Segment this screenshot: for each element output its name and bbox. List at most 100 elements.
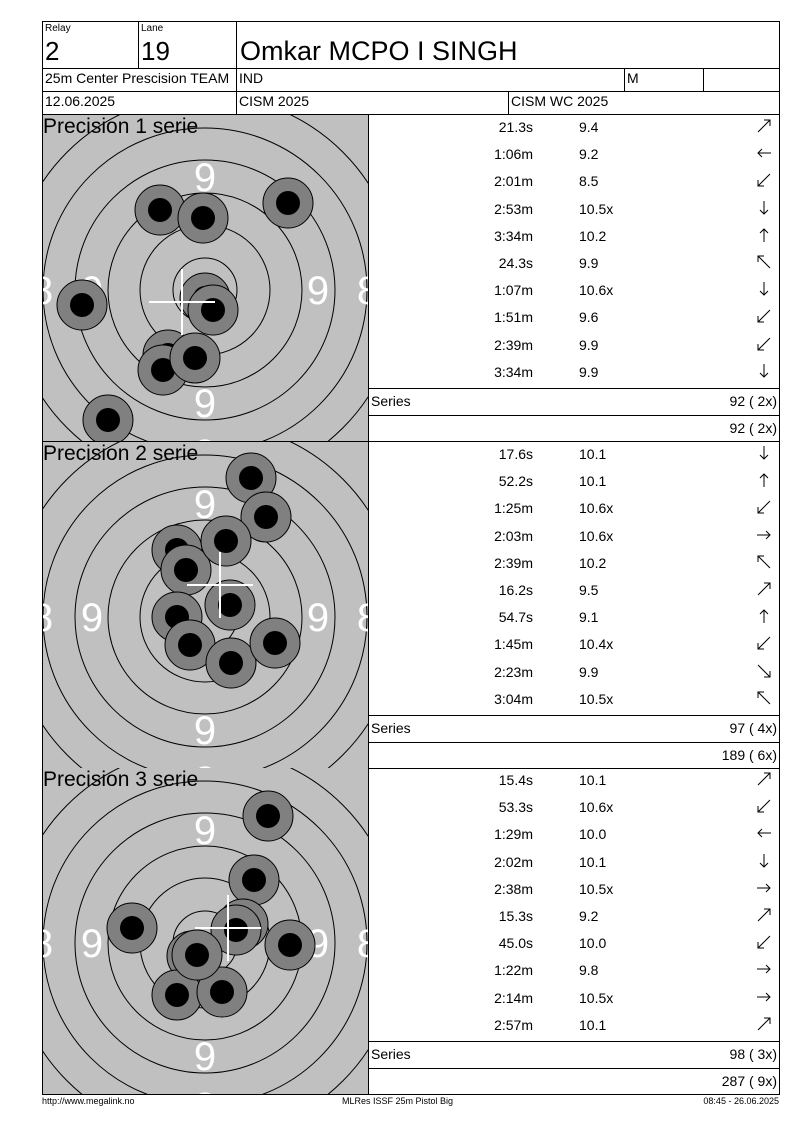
ring-label: 8 (43, 596, 53, 640)
shot-hit-center (210, 980, 234, 1004)
direction-arrow-icon (757, 992, 771, 1001)
ring-label: 9 (194, 1035, 216, 1079)
shot-hit-center (254, 505, 278, 529)
gender: M (627, 70, 639, 86)
series-total: 98 ( 3x) (729, 1046, 777, 1062)
direction-arrow-icon (759, 853, 769, 868)
shot-time: 1:07m (494, 282, 533, 299)
shot-row: 2:01m 8.5 (369, 169, 779, 196)
shot-time: 2:14m (494, 989, 533, 1006)
lane-label: Lane (141, 23, 164, 34)
shot-hit-center (178, 633, 202, 657)
shot-time: 1:51m (494, 309, 533, 326)
shot-score: 10.2 (579, 554, 607, 571)
shooter-name: Omkar MCPO I SINGH (240, 36, 518, 66)
target-ring (74, 812, 336, 1074)
target-ring (43, 454, 368, 768)
shot-hit-center (219, 651, 243, 675)
shot-time: 3:04m (494, 690, 533, 707)
shot-hit-center (278, 933, 302, 957)
shot-score: 10.1 (579, 1016, 607, 1033)
shot-hit-center (276, 191, 300, 215)
shot-score: 10.5x (579, 989, 614, 1006)
shot-hit-center (201, 298, 225, 322)
shot-score: 8.5 (579, 173, 599, 190)
championship: CISM WC 2025 (511, 93, 609, 109)
direction-arrow-icon (759, 363, 769, 378)
relay-label: Relay (45, 23, 71, 34)
shot-hit-center (174, 558, 198, 582)
shot-score: 9.8 (579, 962, 599, 979)
direction-arrow-icon (757, 908, 771, 922)
date: 12.06.2025 (45, 93, 116, 109)
lane-cell: Lane 19 (138, 21, 237, 69)
shot-hit-center (185, 943, 209, 967)
series-total: 97 ( 4x) (729, 720, 777, 736)
shot-hit-center (148, 198, 172, 222)
shot-time: 2:01m (494, 173, 533, 190)
ring-label: 9 (194, 709, 216, 753)
series-separator (42, 441, 780, 442)
competition-cell: CISM 2025 (236, 91, 509, 115)
series-total: 92 ( 2x) (729, 393, 777, 409)
shot-time: 21.3s (498, 119, 533, 135)
relay-value: 2 (45, 36, 60, 66)
shot-score: 9.9 (579, 663, 599, 680)
direction-arrow-icon (757, 555, 771, 569)
shot-time: 3:34m (494, 363, 533, 380)
shot-score: 9.6 (579, 309, 599, 326)
cumulative-total-row: 189 ( 6x) (369, 742, 779, 770)
shot-time: 1:45m (494, 636, 533, 653)
shot-score: 10.6x (579, 282, 614, 299)
cumulative-total-row: 92 ( 2x) (369, 415, 779, 443)
ring-label: 9 (194, 382, 216, 426)
shot-score: 10.0 (579, 935, 607, 952)
shot-row: 2:02m 10.1 (369, 850, 779, 877)
shot-hit-center (191, 206, 215, 230)
ring-label: 9 (307, 269, 329, 313)
shot-time: 16.2s (498, 582, 533, 598)
date-cell: 12.06.2025 (42, 91, 237, 115)
shot-time: 2:03m (494, 527, 533, 544)
direction-arrow-icon (759, 200, 769, 215)
series-label: Series (371, 393, 411, 409)
shot-score: 9.2 (579, 146, 599, 163)
ring-label: 8 (357, 269, 368, 313)
ring-label: 9 (194, 809, 216, 853)
shot-hit-center (263, 631, 287, 655)
ring-label: 8 (357, 596, 368, 640)
championship-cell: CISM WC 2025 (508, 91, 780, 115)
cumulative-total: 189 ( 6x) (721, 747, 777, 764)
cumulative-total: 92 ( 2x) (729, 420, 777, 437)
shot-score: 10.1 (579, 853, 607, 870)
target-svg: 9999888 (43, 442, 368, 768)
event-cell: 25m Center Prescision TEAM (42, 68, 237, 92)
series-total-row: Series 92 ( 2x) (369, 388, 779, 415)
target-panel: 9999888Precision 1 serie (43, 115, 368, 441)
shot-time: 24.3s (498, 255, 533, 271)
shot-score: 10.1 (579, 772, 607, 788)
direction-arrow-icon (757, 119, 771, 133)
shot-time: 2:02m (494, 853, 533, 870)
footer-url[interactable]: http://www.megalink.no (42, 1096, 135, 1106)
cumulative-total: 287 ( 9x) (721, 1073, 777, 1090)
shot-time: 2:39m (494, 336, 533, 353)
direction-arrow-icon (757, 501, 771, 514)
shot-time: 2:53m (494, 200, 533, 217)
